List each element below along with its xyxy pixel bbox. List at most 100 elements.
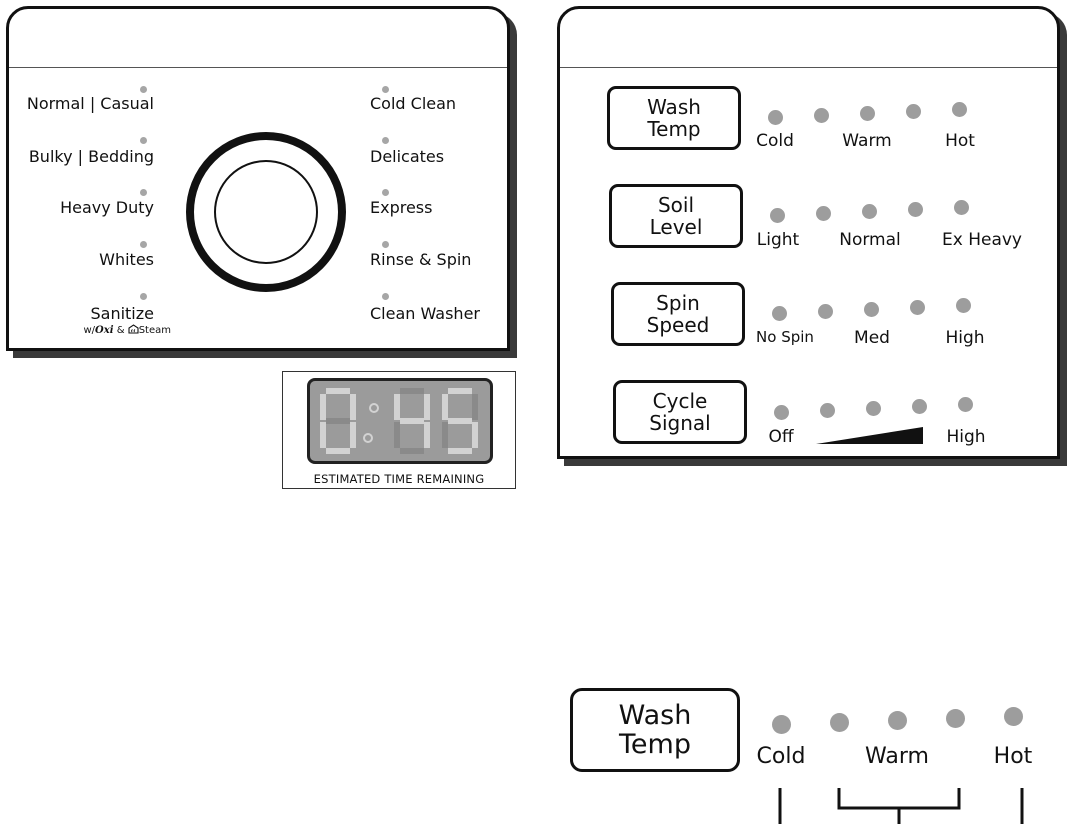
wash-temp-hot-label: Hot (945, 131, 975, 151)
options-panel-header (560, 9, 1057, 68)
digit-3-segment-a (448, 388, 472, 394)
cycle-rinse-spin[interactable]: Rinse & Spin (370, 250, 472, 269)
cycle-panel-header (9, 9, 507, 68)
digit-1-segment-a (326, 388, 350, 394)
digit-2-segment-a (400, 388, 424, 394)
digit-2-segment-c (424, 422, 430, 448)
digit-3-segment-e (442, 422, 448, 448)
detail-dot-5 (1004, 707, 1023, 726)
cycle-signal-high-label: High (946, 427, 986, 447)
spin-speed-dot-5 (956, 298, 971, 313)
indicator-whites (140, 241, 147, 248)
digit-2-segment-d (400, 448, 424, 454)
cycle-selector-knob[interactable] (186, 132, 346, 292)
cycle-signal-dot-4 (912, 399, 927, 414)
cycle-bulky-bedding[interactable]: Bulky | Bedding (28, 147, 154, 166)
digit-1-segment-f (320, 394, 326, 420)
spin-speed-med-label: Med (854, 328, 890, 348)
options-panel: Wash Temp Cold Warm Hot Soil Level Light… (557, 6, 1060, 459)
sanitize-subtitle: w/Oxi & Steam (83, 324, 171, 336)
spin-speed-nospin-label: No Spin (756, 328, 814, 346)
cycle-signal-dot-3 (866, 401, 881, 416)
indicator-rinse-spin (382, 241, 389, 248)
seven-segment-display (307, 378, 493, 464)
wash-temp-detail-button[interactable]: Wash Temp (570, 688, 740, 772)
digit-3-segment-d (448, 448, 472, 454)
spin-speed-high-label: High (945, 328, 985, 348)
digit-2-segment-f (394, 394, 400, 420)
detail-hot-label: Hot (993, 744, 1033, 769)
detail-warm-label: Warm (865, 744, 929, 769)
indicator-cold-clean (382, 86, 389, 93)
colon-dot-top (369, 403, 379, 413)
indicator-clean-washer (382, 293, 389, 300)
cycle-signal-dot-1 (774, 405, 789, 420)
wash-temp-warm-label: Warm (842, 131, 892, 151)
digit-2-segment-b (424, 394, 430, 420)
wash-temp-dot-4 (906, 104, 921, 119)
cycle-signal-off-label: Off (768, 427, 794, 447)
steam-icon (128, 324, 139, 334)
cycle-sanitize[interactable]: Sanitize (90, 304, 154, 323)
spin-speed-button[interactable]: Spin Speed (611, 282, 745, 346)
digit-3-segment-b (472, 394, 478, 420)
soil-level-dot-5 (954, 200, 969, 215)
wash-temp-dot-2 (814, 108, 829, 123)
cycle-whites[interactable]: Whites (99, 250, 154, 269)
digit-1-segment-e (320, 422, 326, 448)
detail-dot-2 (830, 713, 849, 732)
cycle-signal-dot-5 (958, 397, 973, 412)
detail-dot-4 (946, 709, 965, 728)
detail-dot-3 (888, 711, 907, 730)
time-display: ESTIMATED TIME REMAINING (282, 371, 516, 489)
digit-2-segment-g (400, 418, 424, 424)
soil-level-dot-3 (862, 204, 877, 219)
digit-2-segment-e (394, 422, 400, 448)
digit-3-segment-g (448, 418, 472, 424)
time-readout (320, 388, 478, 454)
spin-speed-dot-3 (864, 302, 879, 317)
soil-level-dot-4 (908, 202, 923, 217)
knob-center (214, 160, 318, 264)
cycle-signal-button[interactable]: Cycle Signal (613, 380, 747, 444)
indicator-express (382, 189, 389, 196)
volume-ramp-icon (816, 427, 923, 444)
wash-temp-cold-label: Cold (756, 131, 794, 151)
digit-1-segment-g (326, 418, 350, 424)
wash-temp-dot-1 (768, 110, 783, 125)
cycle-cold-clean[interactable]: Cold Clean (370, 94, 457, 113)
spin-speed-dot-4 (910, 300, 925, 315)
cycle-normal-casual[interactable]: Normal | Casual (26, 94, 154, 113)
detail-cold-label: Cold (756, 744, 806, 769)
wash-temp-button[interactable]: Wash Temp (607, 86, 741, 150)
cycle-express[interactable]: Express (370, 198, 433, 217)
colon-dot-bottom (363, 433, 373, 443)
digit-1-segment-d (326, 448, 350, 454)
cycle-signal-dot-2 (820, 403, 835, 418)
indicator-delicates (382, 137, 389, 144)
digit-3-segment-f (442, 394, 448, 420)
indicator-bulky-bedding (140, 137, 147, 144)
display-caption: ESTIMATED TIME REMAINING (313, 472, 485, 486)
soil-level-light-label: Light (756, 230, 800, 250)
soil-level-exheavy-label: Ex Heavy (942, 230, 1022, 250)
temperature-bracket-lines (778, 788, 1024, 824)
spin-speed-dot-1 (772, 306, 787, 321)
cycle-clean-washer[interactable]: Clean Washer (370, 304, 480, 323)
soil-level-dot-1 (770, 208, 785, 223)
digit-3-segment-c (472, 422, 478, 448)
detail-dot-1 (772, 715, 791, 734)
cycle-heavy-duty[interactable]: Heavy Duty (60, 198, 154, 217)
spin-speed-dot-2 (818, 304, 833, 319)
soil-level-dot-2 (816, 206, 831, 221)
digit-1-segment-b (350, 394, 356, 420)
wash-temp-dot-5 (952, 102, 967, 117)
digit-1-segment-c (350, 422, 356, 448)
indicator-heavy-duty (140, 189, 147, 196)
soil-level-button[interactable]: Soil Level (609, 184, 743, 248)
cycle-selector-panel: Normal | Casual Bulky | Bedding Heavy Du… (6, 6, 510, 351)
cycle-delicates[interactable]: Delicates (370, 147, 445, 166)
soil-level-normal-label: Normal (839, 230, 901, 250)
indicator-sanitize (140, 293, 147, 300)
indicator-normal-casual (140, 86, 147, 93)
